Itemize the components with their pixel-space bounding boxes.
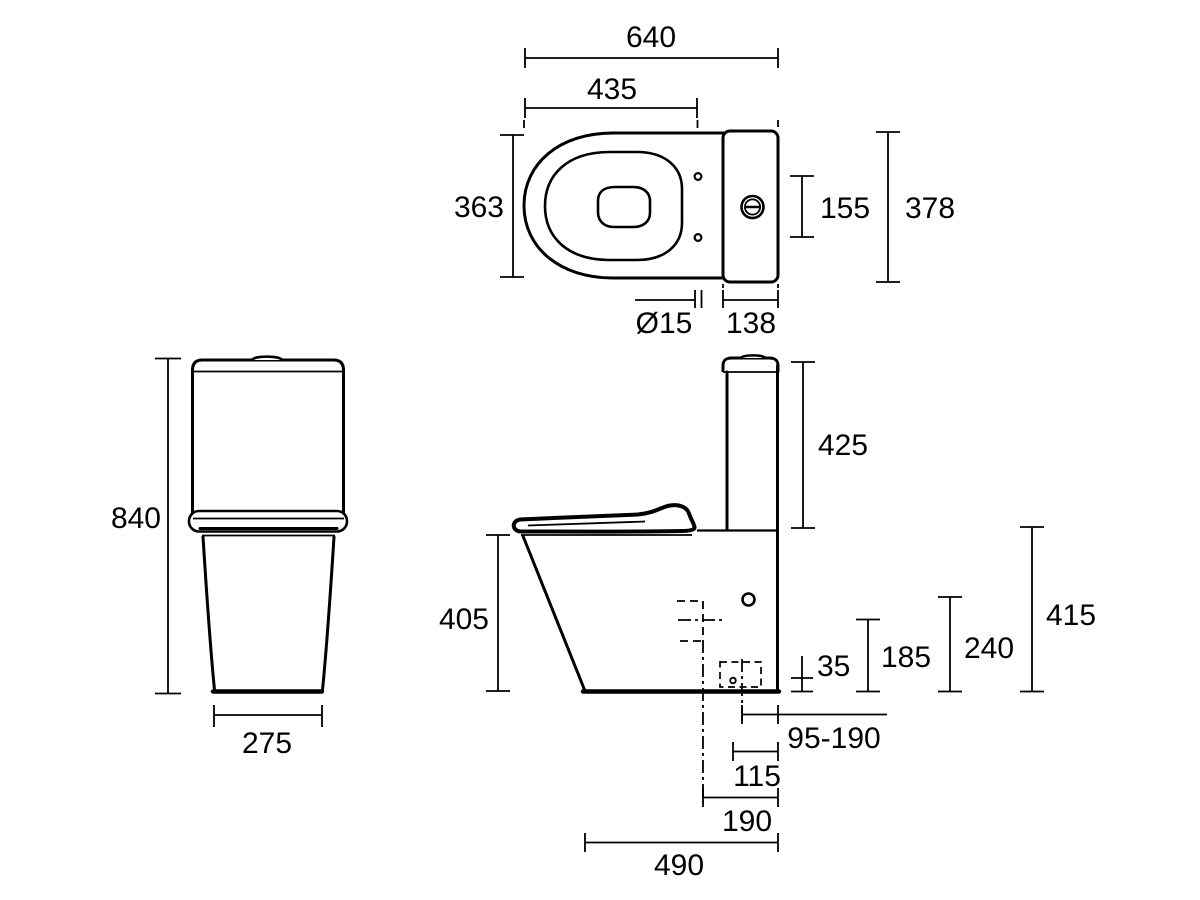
cistern-front [191,358,345,513]
dim-outlet-35: 35 [791,650,850,693]
dim-pan-width: 363 [454,134,524,278]
pedestal-left-side [201,535,216,692]
dim-base-depth: 490 [584,833,779,882]
dim-outlet-185: 185 [856,618,931,693]
dim-cistern-height: 425 [791,361,868,529]
dim-cistern-depth: 138 [722,284,779,340]
dim-label-35: 35 [817,650,850,683]
dim-label-435: 435 [587,73,637,106]
bowl-opening [596,185,652,229]
dim-label-490: 490 [654,849,704,882]
dim-base-width: 275 [213,705,323,760]
s-trap-hidden-outline [677,600,726,805]
dim-label-dia15: Ø15 [636,307,693,340]
dim-pan-height: 405 [439,534,510,692]
seat-inner-line [527,520,646,527]
dim-trap-setout-190: 190 [702,788,779,838]
dim-label-640: 640 [626,21,676,54]
dim-label-275: 275 [242,727,292,760]
flush-button-outer [740,194,765,220]
dim-outlet-240: 240 [938,596,1014,693]
dim-label-155: 155 [820,192,870,225]
dim-setout-115: 115 [732,742,781,793]
cistern-lid-side [721,356,780,372]
dim-label-378: 378 [905,192,955,225]
dim-label-425: 425 [818,429,868,462]
dim-hinge-hole-diameter: Ø15 [635,290,703,340]
dim-trap-setout-range: 95-190 [741,705,887,755]
outlet-fixing-hole [729,676,737,685]
dim-label-95-190: 95-190 [787,722,880,755]
dim-label-138: 138 [726,307,776,340]
plan-view: 640 435 363 155 37 [454,21,955,340]
dim-hinge-centres: 155 [790,175,870,238]
flush-button-icon [740,194,765,220]
front-view: 840 275 [111,355,349,760]
dim-seat-depth: 435 [523,73,699,128]
hinge-hole-left [693,172,703,182]
dim-label-190: 190 [722,805,772,838]
dim-label-840: 840 [111,502,161,535]
side-view: 425 405 35 185 240 [439,354,1096,882]
dim-label-405: 405 [439,603,489,636]
pedestal-right-side [321,535,336,692]
dim-label-363: 363 [454,191,504,224]
inlet-hole [741,592,756,607]
seat-front [187,509,349,533]
dim-overall-height: 840 [111,357,181,695]
hinge-hole-right [693,233,703,243]
seat-profile [511,503,697,534]
lid-button-bump-side [739,354,767,360]
dim-label-240: 240 [964,632,1014,665]
dim-outlet-415: 415 [1020,526,1096,693]
dim-label-115: 115 [733,760,781,793]
dim-label-185: 185 [881,641,931,674]
dim-overall-width: 378 [876,131,955,283]
lid-button-bump [250,355,284,361]
pan-front-slope [521,534,587,693]
dim-overall-depth: 640 [524,21,779,127]
dim-label-415: 415 [1046,599,1096,632]
